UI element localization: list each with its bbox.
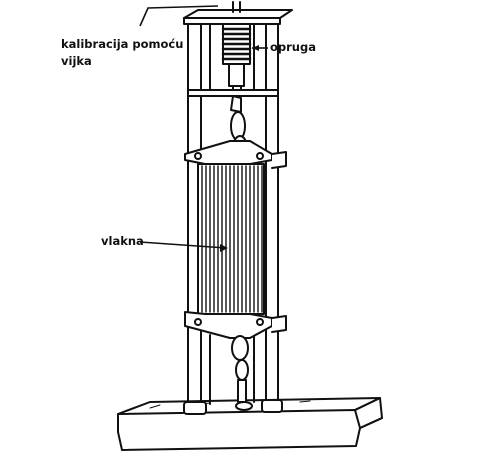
right-front-post — [265, 17, 279, 407]
top-crossbar — [183, 9, 293, 25]
spring-label: opruga — [270, 40, 316, 54]
fibers-leader-line — [139, 241, 227, 249]
calibration-screw — [232, 1, 241, 13]
calibration-leader-line — [139, 5, 219, 27]
spring — [221, 23, 252, 95]
fibers-arrowhead — [220, 244, 228, 252]
upper-clamp — [184, 140, 287, 169]
lower-hook — [231, 335, 249, 403]
fiber-bundle — [197, 163, 265, 315]
calibration-label-line2: vijka — [61, 54, 92, 68]
spring-arrowhead — [252, 45, 259, 51]
lower-clamp — [184, 311, 287, 339]
post-feet — [183, 399, 283, 415]
fibers-label: vlakna — [101, 234, 144, 248]
calibration-label-line1: kalibracija pomoću — [61, 37, 184, 51]
